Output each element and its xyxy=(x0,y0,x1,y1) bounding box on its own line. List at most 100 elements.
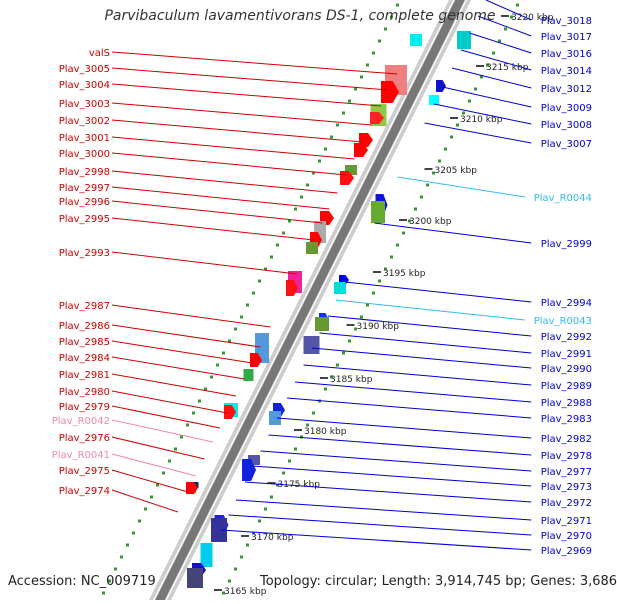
left-leader-line xyxy=(111,152,347,176)
left-leader-line xyxy=(111,83,382,107)
right-leader-line xyxy=(344,281,532,303)
scale-tick-label: 3220 kbp xyxy=(511,13,554,23)
guide-dot xyxy=(390,255,393,259)
guide-dot xyxy=(342,351,345,355)
left-leader-line xyxy=(111,170,338,194)
right-gene-label: Plav_2983 xyxy=(541,414,592,425)
left-gene-label: Plav_2980 xyxy=(59,387,110,398)
right-gene-label: Plav_3018 xyxy=(541,16,592,27)
guide-dot xyxy=(342,111,345,115)
scale-tick-label: 3215 kbp xyxy=(486,63,529,73)
right-gene-label: Plav_2977 xyxy=(541,467,592,478)
left-leader-line xyxy=(111,217,315,241)
left-leader-line xyxy=(111,186,330,210)
left-gene-label: Plav_2995 xyxy=(59,214,110,225)
scale-tick xyxy=(346,324,355,326)
gene-block xyxy=(200,543,213,567)
gene-arrow xyxy=(286,280,298,296)
gene-arrow xyxy=(186,482,198,494)
guide-dot xyxy=(444,147,447,151)
guide-dot xyxy=(312,171,315,175)
guide-dot xyxy=(258,279,261,283)
guide-dot xyxy=(246,543,249,547)
right-gene-label: Plav_3012 xyxy=(541,84,592,95)
right-gene-label: Plav_2989 xyxy=(541,381,592,392)
scale-tick-label: 3195 kbp xyxy=(383,269,426,279)
gene-block xyxy=(303,336,320,354)
guide-dot xyxy=(480,75,483,79)
right-gene-label: Plav_3007 xyxy=(541,139,592,150)
left-gene-label: Plav_3001 xyxy=(59,133,110,144)
scale-tick-label: 3200 kbp xyxy=(409,217,452,227)
right-gene-label: Plav_2991 xyxy=(541,349,592,360)
left-leader-line xyxy=(111,304,271,328)
right-leader-line xyxy=(303,364,532,386)
guide-dot xyxy=(294,207,297,211)
left-leader-line xyxy=(111,51,398,75)
guide-dot xyxy=(216,363,219,367)
scale-tick xyxy=(424,168,433,170)
left-gene-label: Plav_3003 xyxy=(59,99,110,110)
left-leader-line xyxy=(111,119,364,143)
left-gene-label: Plav_2998 xyxy=(59,167,110,178)
guide-dot xyxy=(378,39,381,43)
genome-axis-edge xyxy=(149,0,453,600)
guide-dot xyxy=(390,15,393,19)
right-leader-line xyxy=(451,67,532,89)
guide-dot xyxy=(318,159,321,163)
right-gene-label: Plav_3017 xyxy=(541,32,592,43)
guide-dot xyxy=(168,459,171,463)
guide-dot xyxy=(324,387,327,391)
guide-dot xyxy=(432,171,435,175)
right-leader-line xyxy=(235,499,532,521)
right-gene-label: Plav_3009 xyxy=(541,103,592,114)
scale-tick xyxy=(241,535,249,537)
left-gene-label: Plav_3005 xyxy=(59,64,110,75)
guide-dot xyxy=(462,111,465,115)
guide-dot xyxy=(252,291,255,295)
genome-axis xyxy=(155,0,465,600)
guide-dot xyxy=(180,435,183,439)
gene-block xyxy=(187,568,203,588)
right-leader-line xyxy=(442,86,532,108)
gene-block xyxy=(248,455,260,465)
right-gene-label: Plav_2973 xyxy=(541,482,592,493)
guide-dot xyxy=(306,183,309,187)
right-leader-line xyxy=(286,397,532,419)
guide-dot xyxy=(360,75,363,79)
left-leader-line xyxy=(111,489,179,513)
left-leader-line xyxy=(111,340,253,364)
left-gene-label: Plav_2979 xyxy=(59,402,110,413)
scale-tick xyxy=(267,482,276,484)
gene-block xyxy=(371,201,385,223)
guide-dot xyxy=(264,267,267,271)
right-leader-line xyxy=(469,32,532,54)
left-leader-line xyxy=(111,405,221,429)
gene-block xyxy=(211,518,227,542)
topology-text: Topology: circular; Length: 3,914,745 bp… xyxy=(260,574,617,589)
left-gene-label: Plav_2993 xyxy=(59,248,110,259)
left-gene-label: valS xyxy=(89,48,110,59)
guide-dot xyxy=(300,195,303,199)
guide-dot xyxy=(138,519,141,523)
right-gene-label: Plav_2970 xyxy=(541,531,592,542)
right-leader-line xyxy=(220,529,532,551)
right-gene-label: Plav_2992 xyxy=(541,332,592,343)
right-gene-label: Plav_2990 xyxy=(541,364,592,375)
guide-dot xyxy=(312,411,315,415)
guide-dot xyxy=(474,87,477,91)
right-gene-label: Plav_2971 xyxy=(541,516,592,527)
guide-dot xyxy=(186,423,189,427)
guide-dot xyxy=(396,243,399,247)
left-leader-line xyxy=(111,136,355,160)
guide-dot xyxy=(288,459,291,463)
scale-tick xyxy=(294,429,302,431)
gene-arrow xyxy=(242,459,256,481)
right-gene-label: Plav_2978 xyxy=(541,451,592,462)
guide-dot xyxy=(378,279,381,283)
right-gene-label: Plav_2969 xyxy=(541,546,592,557)
guide-dot xyxy=(282,471,285,475)
right-leader-line xyxy=(276,417,532,439)
gene-block xyxy=(315,317,329,331)
